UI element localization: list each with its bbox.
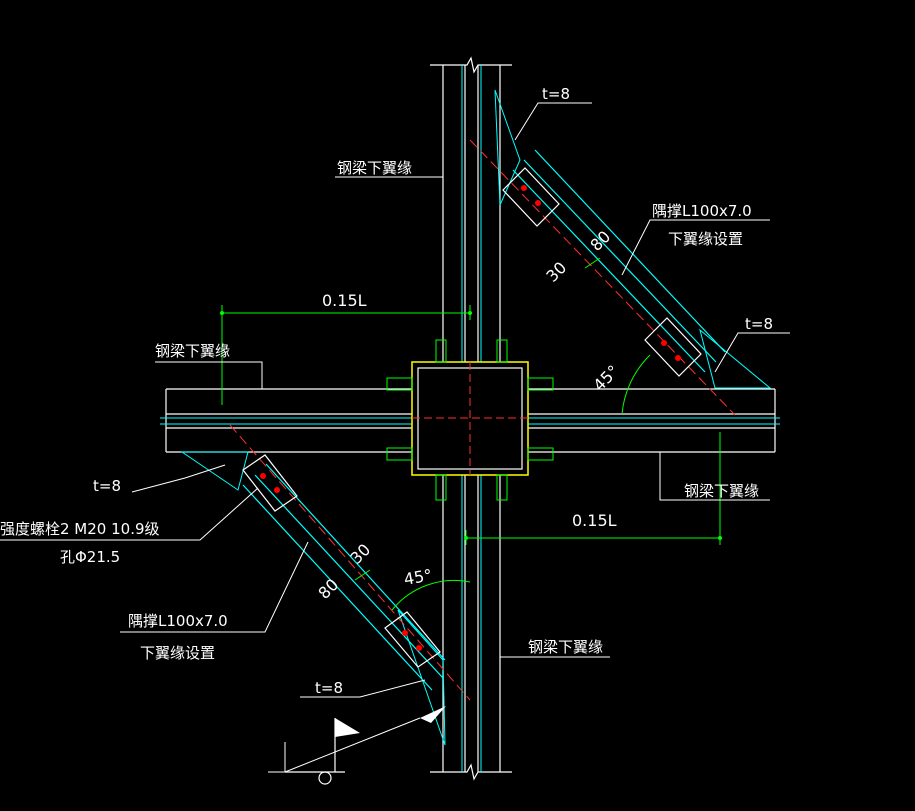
bolt bbox=[521, 185, 527, 191]
bolt bbox=[260, 473, 266, 479]
vertical-member-web bbox=[461, 65, 482, 772]
plate-thickness-label-top: t=8 bbox=[542, 85, 570, 103]
plate-thickness-label-right: t=8 bbox=[745, 315, 773, 333]
column-box bbox=[411, 361, 529, 476]
bolt bbox=[402, 630, 408, 636]
angle-label-top: 45° bbox=[589, 361, 622, 394]
dimension-label-top: 0.15L bbox=[322, 291, 367, 310]
vertical-member bbox=[430, 56, 512, 781]
bolt bbox=[661, 340, 667, 346]
bolt bbox=[416, 645, 422, 651]
bolt bbox=[675, 355, 681, 361]
edge-distance-30-top: 30 bbox=[542, 258, 570, 286]
beam-flange-label-right: 钢梁下翼缘 bbox=[684, 482, 759, 500]
bolt-spec-label: 强度螺栓2 M20 10.9级 bbox=[0, 520, 160, 538]
beam-flange-label-top: 钢梁下翼缘 bbox=[337, 159, 412, 177]
bolts-bottom-left bbox=[260, 473, 422, 651]
dimension-ticks bbox=[220, 311, 722, 540]
edge-distance-80-bottom: 80 bbox=[314, 575, 342, 603]
ucs-flag-icon bbox=[268, 706, 446, 785]
brace-spec-label-top: 隅撑L100x7.0 bbox=[652, 202, 752, 220]
brace-top-right bbox=[469, 89, 772, 416]
brace-bottom-left bbox=[180, 424, 471, 746]
plate-thickness-label-left: t=8 bbox=[93, 477, 121, 495]
beam-flange-label-bottom: 钢梁下翼缘 bbox=[528, 638, 603, 656]
brace-setting-label-bottom: 下翼缘设置 bbox=[140, 644, 215, 662]
bolts-top-right bbox=[521, 185, 681, 361]
brace-spec-label-bottom: 隅撑L100x7.0 bbox=[128, 612, 228, 630]
horizontal-member bbox=[165, 388, 776, 453]
column-stiffeners bbox=[386, 339, 554, 501]
plate-thickness-label-bottom: t=8 bbox=[315, 679, 343, 697]
bolt bbox=[535, 200, 541, 206]
horizontal-member-web bbox=[160, 417, 780, 425]
leader-lines bbox=[0, 102, 790, 698]
angle-label-bottom: 45° bbox=[402, 565, 433, 589]
beam-flange-label-left: 钢梁下翼缘 bbox=[155, 342, 230, 360]
dimension-label-bottom: 0.15L bbox=[572, 511, 617, 530]
bolt bbox=[274, 487, 280, 493]
dimension-lines bbox=[221, 257, 721, 611]
brace-setting-label-top: 下翼缘设置 bbox=[668, 230, 743, 248]
bolt-hole-label: 孔Φ21.5 bbox=[60, 548, 120, 566]
